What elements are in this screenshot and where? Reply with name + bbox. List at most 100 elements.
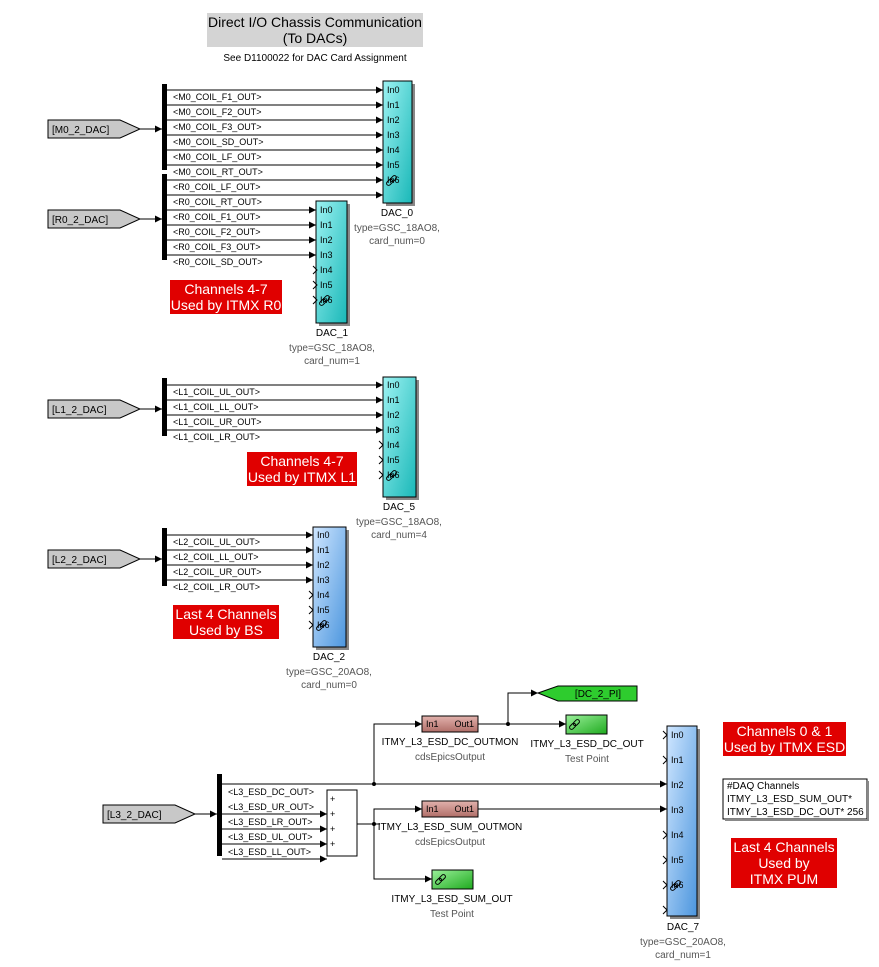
signal-label-l1-3: <L1_COIL_LR_OUT> [173,432,260,442]
from-m0-2-dac-label: [M0_2_DAC] [52,125,109,136]
dac-0[interactable] [382,80,413,204]
dac-7-port-4: In4 [671,830,684,840]
note-l1-channels-line-0: Channels 4-7 [260,453,343,469]
epics-dc-in: In1 [426,719,439,729]
dac-7-name: DAC_7 [667,922,700,933]
daq-line-1: #DAQ Channels [727,781,799,792]
unconnected-port [662,730,668,740]
dac-1-port-5: In5 [320,280,333,290]
epics-dc-block[interactable] [421,715,479,733]
dac-1-name: DAC_1 [316,328,349,339]
link-icon [569,719,580,730]
unconnected-port [378,455,384,465]
signal-label-l2-0: <L2_COIL_UL_OUT> [173,537,260,547]
title-line-1: Direct I/O Chassis Communication [208,14,422,30]
dac-5-port-3: In3 [387,425,400,435]
dac-7[interactable] [666,725,698,917]
signal-label-r0-5: <R0_COIL_SD_OUT> [173,257,263,267]
note-pum-channels-line-1: Used by [758,855,809,871]
wire-epics-dc-to-goto [507,689,538,724]
daq-line-3: ITMY_L3_ESD_DC_OUT* 256 [727,807,864,818]
signal-label-r0-4: <R0_COIL_F3_OUT> [173,242,261,252]
bus-selector-l1[interactable] [162,378,167,436]
dac-1-type: type=GSC_18AO8, [289,343,375,354]
from-r0-2-dac[interactable] [47,209,142,229]
signal-label-l1-1: <L1_COIL_LL_OUT> [173,402,259,412]
from-r0-2-dac-label: [R0_2_DAC] [52,215,108,226]
dac-2-port-0: In0 [317,530,330,540]
sum-plus-2: + [330,809,335,819]
from-l1-2-dac-label: [L1_2_DAC] [52,405,107,416]
signal-label-l1-0: <L1_COIL_UL_OUT> [173,387,260,397]
unconnected-port [308,605,314,615]
from-l1-2-dac[interactable] [47,399,142,419]
signal-label-r0-3: <R0_COIL_F2_OUT> [173,227,261,237]
dac-1-port-3: In3 [320,250,333,260]
dac-7-port-0: In0 [671,730,684,740]
wire-sum-to-epics [373,805,422,824]
bus-selector-r0[interactable] [162,174,167,260]
header: Direct I/O Chassis Communication (To DAC… [207,13,423,64]
signal-label-r0-0: <R0_COIL_LF_OUT> [173,182,261,192]
dac-2-port-6: In6 [317,620,330,630]
dac-0-port-0: In0 [387,85,400,95]
bus-selector-l3[interactable] [217,774,222,856]
junction-dot [372,782,376,786]
signal-label-m0-4: <M0_COIL_LF_OUT> [173,152,262,162]
dac-0-port-6: In6 [387,175,400,185]
epics-sum-in: In1 [426,804,439,814]
signal-label-l3-0: <L3_ESD_DC_OUT> [228,787,314,797]
dac-5-port-5: In5 [387,455,400,465]
sum-plus-4: + [330,839,335,849]
sum-block[interactable] [326,789,358,857]
from-m0-2-dac[interactable] [47,119,142,139]
sum-plus-3: + [330,824,335,834]
note-bs-channels-line-0: Last 4 Channels [175,606,276,622]
bus-selector-m0[interactable] [162,84,167,170]
signal-label-l3-4: <L3_ESD_LL_OUT> [228,847,311,857]
signal-label-l3-1: <L3_ESD_UR_OUT> [228,802,314,812]
testpoint-sum-name: ITMY_L3_ESD_SUM_OUT [391,894,512,905]
dac-0-name: DAC_0 [381,208,414,219]
from-l3-2-dac[interactable] [102,804,197,824]
testpoint-dc-sub: Test Point [565,754,609,765]
dac-1-port-4: In4 [320,265,333,275]
dac-7-type: type=GSC_20AO8, [640,937,726,948]
from-tags: [M0_2_DAC] [R0_2_DAC] [L1_2_DAC] [L2_2_DAC]… [47,119,197,824]
dac-2-port-3: In3 [317,575,330,585]
dac-0-port-2: In2 [387,115,400,125]
subtitle: See D1100022 for DAC Card Assignment [223,53,406,64]
dac-0-port-4: In4 [387,145,400,155]
testpoint-dc-name: ITMY_L3_ESD_DC_OUT [530,739,643,750]
link-icon [435,874,446,885]
goto-label: [DC_2_PI] [575,689,621,700]
epics-dc-sub: cdsEpicsOutput [415,752,485,763]
from-l3-2-dac-label: [L3_2_DAC] [107,810,162,821]
dac-2[interactable] [312,526,347,648]
bus-selector-l2[interactable] [162,528,167,586]
testpoint-sum-sub: Test Point [430,909,474,920]
sum-plus-1: + [330,794,335,804]
dac-1-card: card_num=1 [304,356,360,367]
unconnected-port [378,440,384,450]
signal-label-l2-3: <L2_COIL_LR_OUT> [173,582,260,592]
epics-sum-block[interactable] [421,800,479,818]
unconnected-port [312,265,318,275]
from-l2-2-dac-label: [L2_2_DAC] [52,555,107,566]
unconnected-port [312,295,318,305]
dac-1[interactable] [315,200,348,324]
signal-label-r0-2: <R0_COIL_F1_OUT> [173,212,261,222]
dac-blocks: In0In1In2In3In4In5In6DAC_0type=GSC_18AO8… [286,80,726,961]
goto-dc-2-pi[interactable] [536,685,638,702]
signal-label-m0-1: <M0_COIL_F2_OUT> [173,107,262,117]
dac-5[interactable] [382,376,417,498]
signal-label-m0-3: <M0_COIL_SD_OUT> [173,137,264,147]
note-pum-channels-line-2: ITMX PUM [750,871,818,887]
signal-label-r0-1: <R0_COIL_RT_OUT> [173,197,262,207]
dac-2-port-5: In5 [317,605,330,615]
epics-sum-sub: cdsEpicsOutput [415,837,485,848]
from-l2-2-dac[interactable] [47,549,142,569]
link-icon [386,175,397,186]
unconnected-port [662,880,668,890]
